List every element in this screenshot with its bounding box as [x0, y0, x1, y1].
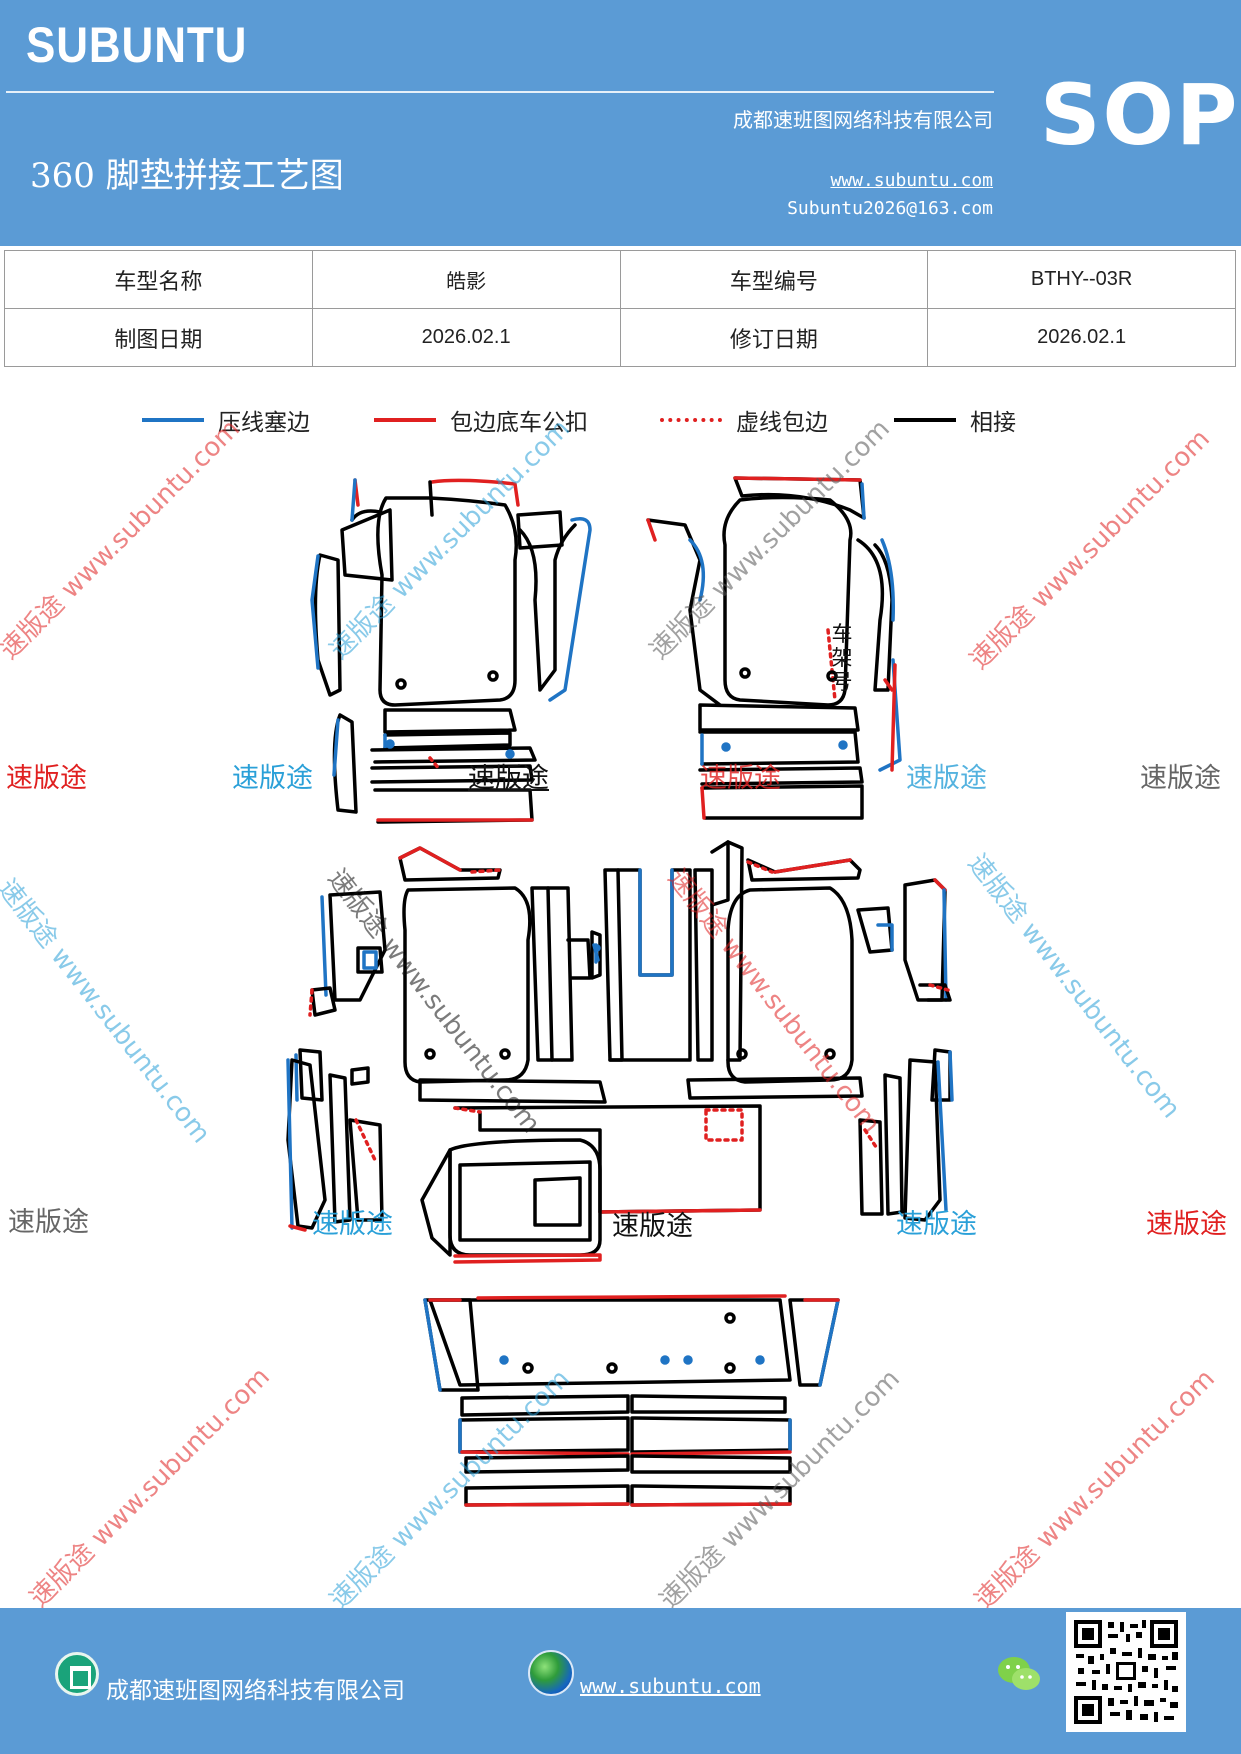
legend-swatch-red-dotted: [660, 418, 722, 422]
legend-swatch-black: [894, 418, 956, 422]
rear-row-mat: [423, 1294, 840, 1507]
globe-icon: [528, 1650, 574, 1696]
header-divider: [6, 91, 994, 93]
table-row: 车型名称 皓影 车型编号 BTHY--03R: [4, 250, 1236, 309]
draw-date-label: 制图日期: [4, 308, 313, 367]
legend-swatch-blue: [142, 418, 204, 422]
vehicle-info-table: 车型名称 皓影 车型编号 BTHY--03R 制图日期 2026.02.1 修订…: [4, 250, 1236, 367]
watermark-brand: 速版途: [232, 763, 313, 794]
watermark-brand: 速版途: [612, 1211, 693, 1242]
brand-logo: SUBUNTU: [26, 17, 248, 73]
model-code-value: BTHY--03R: [927, 250, 1236, 309]
header-email: Subuntu2026@163.com: [787, 198, 993, 219]
watermark-brand: 速版途: [312, 1209, 393, 1240]
model-name-value: 皓影: [311, 250, 621, 309]
revise-date-value: 2026.02.1: [927, 308, 1236, 367]
tunnel-mat: [286, 1058, 948, 1264]
model-name-label: 车型名称: [4, 250, 313, 309]
building-icon: [55, 1652, 99, 1696]
passenger-mat: [646, 476, 902, 820]
page-title: 360 脚垫拼接工艺图: [30, 156, 344, 196]
driver-mat: [310, 478, 592, 824]
watermark-brand: 速版途: [1140, 763, 1221, 794]
legend-item: 虚线包边: [660, 402, 828, 438]
vin-label-char: 架: [831, 646, 853, 670]
qr-code-icon: [1066, 1612, 1186, 1732]
legend-item: 相接: [894, 402, 1016, 438]
sop-badge: SOP: [1040, 66, 1240, 164]
model-code-label: 车型编号: [619, 250, 929, 309]
watermark-brand: 速版途: [700, 763, 781, 794]
vin-label: 车 架 号: [830, 622, 854, 694]
watermark-brand: 速版途: [6, 763, 87, 794]
legend-swatch-red: [374, 418, 436, 422]
watermark-brand: 速版途: [896, 1209, 977, 1240]
wechat-icon[interactable]: [996, 1654, 1042, 1694]
legend-label: 虚线包边: [736, 410, 828, 436]
watermark-brand: 速版途: [906, 763, 987, 794]
draw-date-value: 2026.02.1: [311, 308, 621, 367]
vin-label-char: 号: [831, 670, 853, 694]
legend-item: 包边底车公扣: [374, 402, 588, 438]
middle-row-mat: [294, 840, 954, 1102]
header-company-name: 成都速班图网络科技有限公司: [733, 108, 993, 132]
watermark-brand: 速版途: [468, 763, 549, 794]
footer-company-name: 成都速班图网络科技有限公司: [106, 1678, 405, 1704]
legend-item: 压线塞边: [142, 402, 310, 438]
footer-website-link[interactable]: www.subuntu.com: [580, 1674, 761, 1698]
header-website-link[interactable]: www.subuntu.com: [830, 170, 993, 191]
header-band: [0, 0, 1241, 246]
watermark-brand: 速版途: [8, 1207, 89, 1238]
revise-date-label: 修订日期: [619, 308, 929, 367]
legend-label: 相接: [970, 410, 1016, 436]
watermark-brand: 速版途: [1146, 1209, 1227, 1240]
legend-label: 压线塞边: [218, 410, 310, 436]
floor-mat-diagram: [286, 476, 954, 1507]
legend-label: 包边底车公扣: [450, 410, 588, 436]
vin-label-char: 车: [831, 622, 853, 646]
table-row: 制图日期 2026.02.1 修订日期 2026.02.1: [4, 308, 1236, 367]
